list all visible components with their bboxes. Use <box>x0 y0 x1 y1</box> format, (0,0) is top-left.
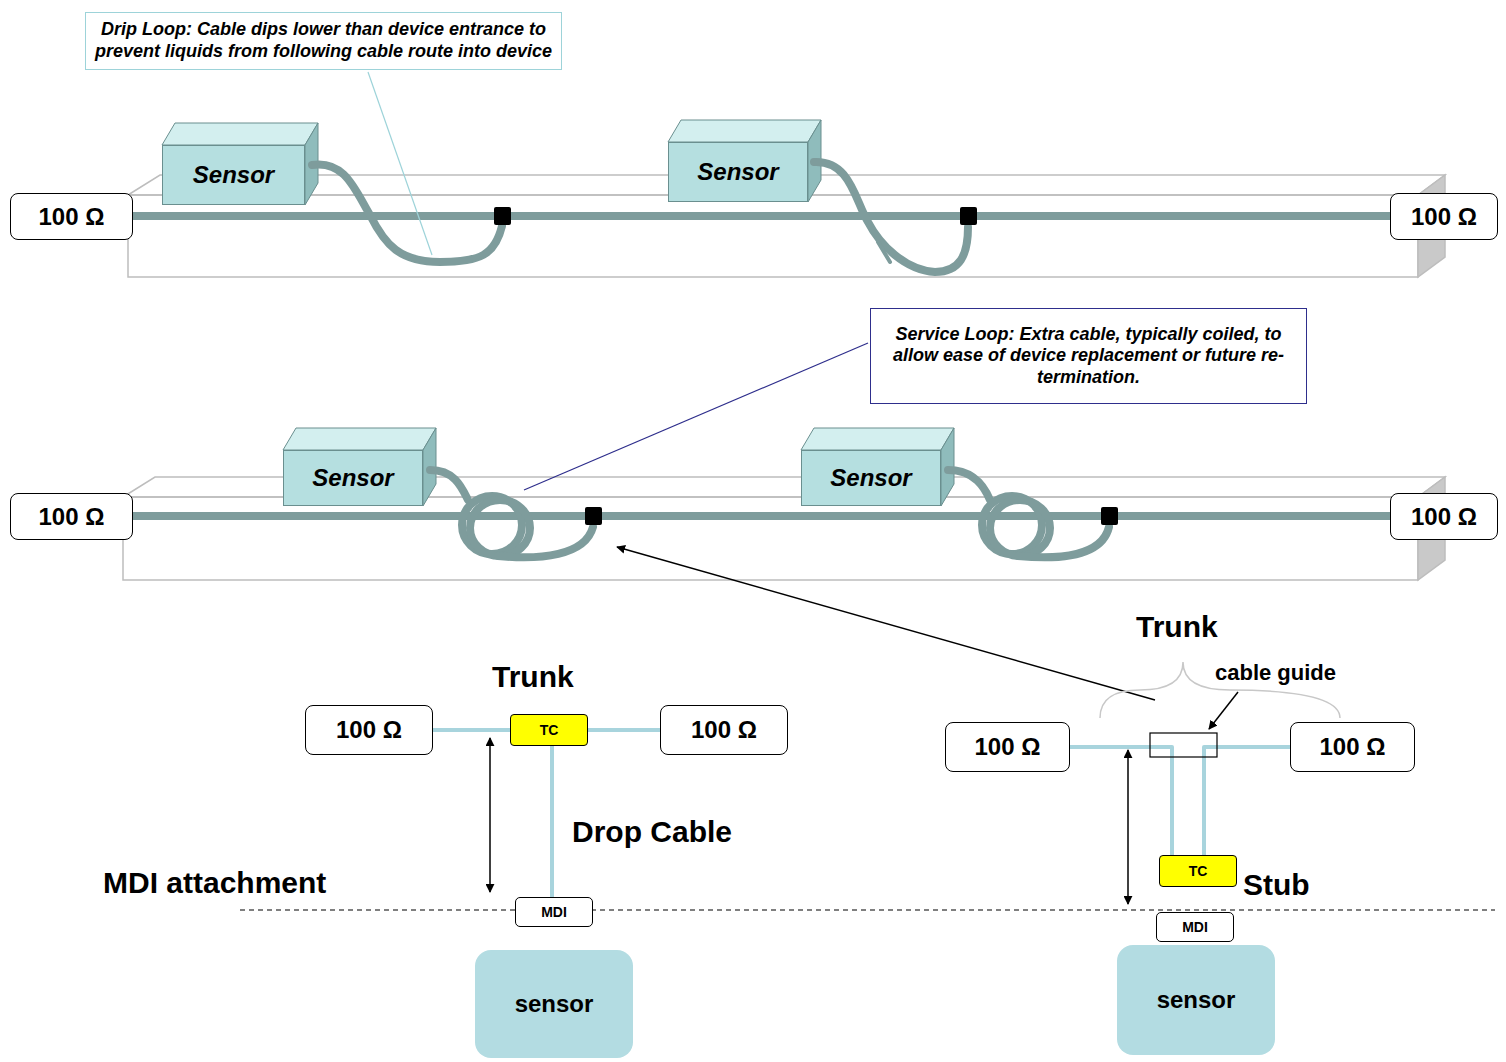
cable-connector <box>550 746 554 897</box>
drip-loop-cable <box>814 162 968 272</box>
cable-connector <box>133 512 1390 520</box>
node-text: sensor <box>515 990 594 1018</box>
dimension-arrow <box>489 738 491 892</box>
ohm-node: 100 Ω <box>10 193 133 240</box>
node-text: Sensor <box>697 158 778 186</box>
cable-connector <box>588 728 660 732</box>
tray-front <box>128 195 1418 277</box>
ohm-node: 100 Ω <box>660 705 788 755</box>
callout-leader <box>368 72 432 255</box>
cable-guide <box>1150 733 1217 757</box>
cable-tie <box>878 242 890 262</box>
cable-connector <box>133 212 1390 220</box>
sensorbox-node: sensor <box>1117 945 1275 1055</box>
service-loop-cable <box>430 470 468 500</box>
sensor3d-node: Sensor <box>283 450 423 506</box>
sensor3d-node: Sensor <box>801 450 941 506</box>
service-loop-coil <box>990 500 1050 556</box>
node-text: TC <box>540 722 559 738</box>
node-text: Sensor <box>312 464 393 492</box>
callout2-node: Service Loop: Extra cable, typically coi… <box>870 308 1307 404</box>
sensor-top-face <box>162 123 318 145</box>
sensor3d-node: Sensor <box>668 142 808 202</box>
trunk-connector <box>1101 507 1118 525</box>
node-text: 100 Ω <box>1411 503 1477 531</box>
service-loop-coil <box>470 500 530 556</box>
ohm-node: 100 Ω <box>945 722 1070 772</box>
diagram-label: Stub <box>1243 868 1310 902</box>
ohm-node: 100 Ω <box>1290 722 1415 772</box>
drip-loop-cable <box>312 164 502 262</box>
dimension-arrow <box>1127 750 1129 904</box>
cable-connector <box>1204 747 1290 855</box>
node-text: TC <box>1189 863 1208 879</box>
diagram-label: cable guide <box>1215 660 1336 686</box>
node-text: MDI <box>541 904 567 920</box>
diagram-label: Drop Cable <box>572 815 732 849</box>
ohm-node: 100 Ω <box>1390 493 1498 540</box>
node-text: Drip Loop: Cable dips lower than device … <box>92 19 555 62</box>
node-text: Service Loop: Extra cable, typically coi… <box>881 324 1296 389</box>
diagram-label: MDI attachment <box>103 866 326 900</box>
service-loop-cable <box>948 470 990 500</box>
ohm-node: 100 Ω <box>1390 193 1498 240</box>
callout1-node: Drip Loop: Cable dips lower than device … <box>85 12 562 70</box>
trunk-connector <box>585 507 602 525</box>
node-text: 100 Ω <box>39 203 105 231</box>
sensor-3d-faces <box>162 120 954 506</box>
node-text: Sensor <box>830 464 911 492</box>
node-text: 100 Ω <box>975 733 1041 761</box>
node-text: 100 Ω <box>691 716 757 744</box>
diagram-label: Trunk <box>1136 610 1218 644</box>
mdi-node: MDI <box>515 897 593 927</box>
sensorbox-node: sensor <box>475 950 633 1058</box>
service-loop-cable <box>498 527 593 557</box>
sensor-top-face <box>668 120 821 142</box>
tray-front <box>123 497 1418 580</box>
node-text: sensor <box>1157 986 1236 1014</box>
sensor3d-node: Sensor <box>162 145 305 205</box>
diagram-label: Trunk <box>492 660 574 694</box>
trunk-connector <box>494 207 511 225</box>
cable-guide-arrow <box>1209 692 1238 729</box>
node-text: MDI <box>1182 919 1208 935</box>
sensor-top-face <box>801 428 954 450</box>
cable-connector <box>433 728 510 732</box>
ohm-node: 100 Ω <box>10 493 133 540</box>
trunk-connector <box>960 207 977 225</box>
ohm-node: 100 Ω <box>305 705 433 755</box>
mdi-node: MDI <box>1156 912 1234 942</box>
node-text: 100 Ω <box>336 716 402 744</box>
tc-node: TC <box>510 714 588 746</box>
node-text: 100 Ω <box>1320 733 1386 761</box>
reference-arrow <box>617 547 1155 700</box>
sensor-top-face <box>283 428 436 450</box>
node-text: Sensor <box>193 161 274 189</box>
node-text: 100 Ω <box>1411 203 1477 231</box>
cable-connector <box>1070 747 1172 855</box>
mdi-attachment-line <box>240 909 1495 910</box>
node-text: 100 Ω <box>39 503 105 531</box>
service-loop-cable <box>1018 527 1109 557</box>
tc-node: TC <box>1159 855 1237 887</box>
